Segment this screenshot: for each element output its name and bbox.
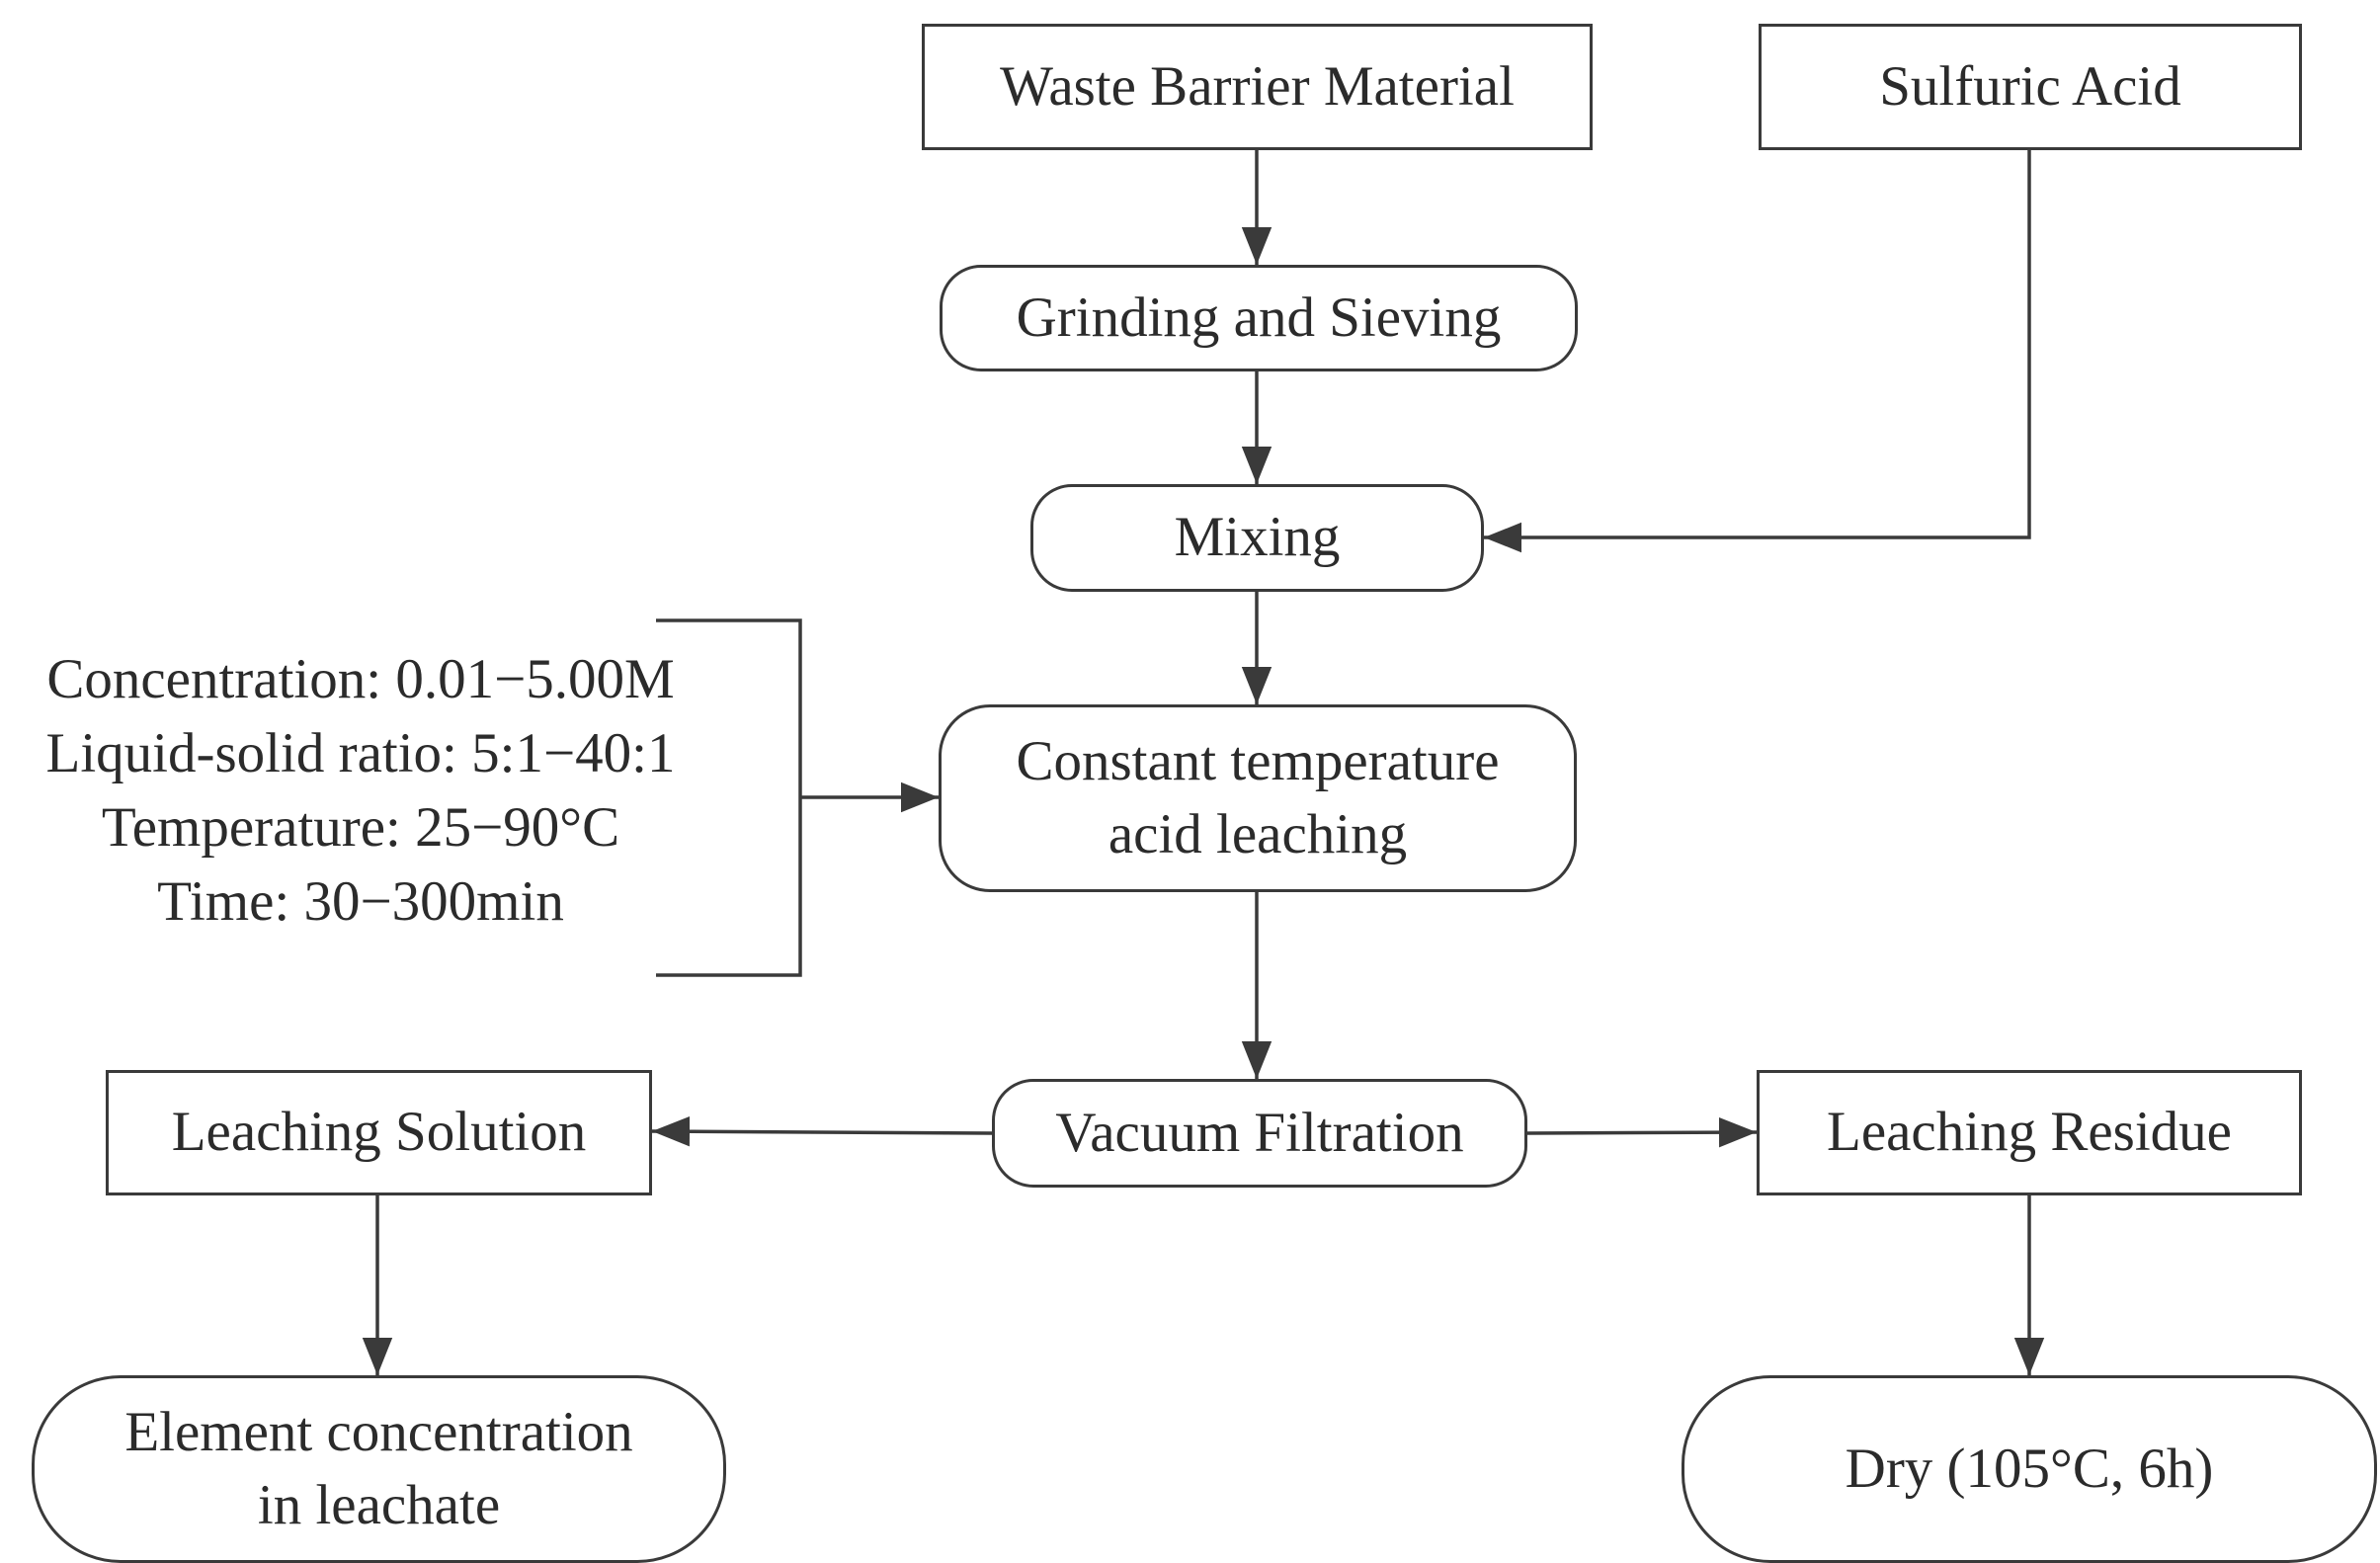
acid-leaching-step: Constant temperature acid leaching: [939, 704, 1577, 892]
dry-label: Dry (105°C, 6h): [1845, 1437, 2214, 1500]
arrow-sulfuric-acid-to-mixing: [1484, 150, 2031, 553]
acid-leaching-label-line2: acid leaching: [1108, 803, 1408, 865]
leaching-solution-label: Leaching Solution: [171, 1101, 587, 1164]
grinding-sieving-step: Grinding and Sieving: [940, 265, 1578, 371]
vacuum-filtration-label: Vacuum Filtration: [1055, 1101, 1464, 1164]
leaching-conditions: Concentration: 0.01−5.00M Liquid-solid r…: [0, 642, 721, 939]
mixing-label: Mixing: [1174, 506, 1341, 569]
dry-step: Dry (105°C, 6h): [1682, 1375, 2377, 1563]
element-concentration-label-line2: in leachate: [257, 1474, 501, 1536]
element-concentration-label-line1: Element concentration: [124, 1400, 633, 1463]
element-concentration-step: Element concentration in leachate: [32, 1375, 726, 1563]
condition-time: Time: 30−300min: [157, 870, 564, 933]
arrow-filtration-to-solution: [651, 1116, 993, 1147]
acid-leaching-label-line1: Constant temperature: [1016, 729, 1500, 792]
arrow-filtration-to-residue: [1526, 1116, 1758, 1148]
leaching-solution-box: Leaching Solution: [106, 1070, 652, 1195]
mixing-step: Mixing: [1030, 484, 1484, 592]
condition-concentration: Concentration: 0.01−5.00M: [46, 648, 675, 710]
grinding-sieving-label: Grinding and Sieving: [1016, 286, 1502, 349]
vacuum-filtration-step: Vacuum Filtration: [992, 1079, 1527, 1188]
sulfuric-acid-box: Sulfuric Acid: [1759, 24, 2302, 150]
condition-temperature: Temperature: 25−90°C: [101, 796, 620, 859]
leaching-residue-box: Leaching Residue: [1757, 1070, 2302, 1195]
leaching-residue-label: Leaching Residue: [1827, 1101, 2232, 1164]
waste-barrier-material-box: Waste Barrier Material: [922, 24, 1593, 150]
waste-barrier-material-label: Waste Barrier Material: [1000, 54, 1515, 118]
sulfuric-acid-label: Sulfuric Acid: [1879, 54, 2181, 118]
condition-liquid-solid-ratio: Liquid-solid ratio: 5:1−40:1: [45, 722, 676, 784]
